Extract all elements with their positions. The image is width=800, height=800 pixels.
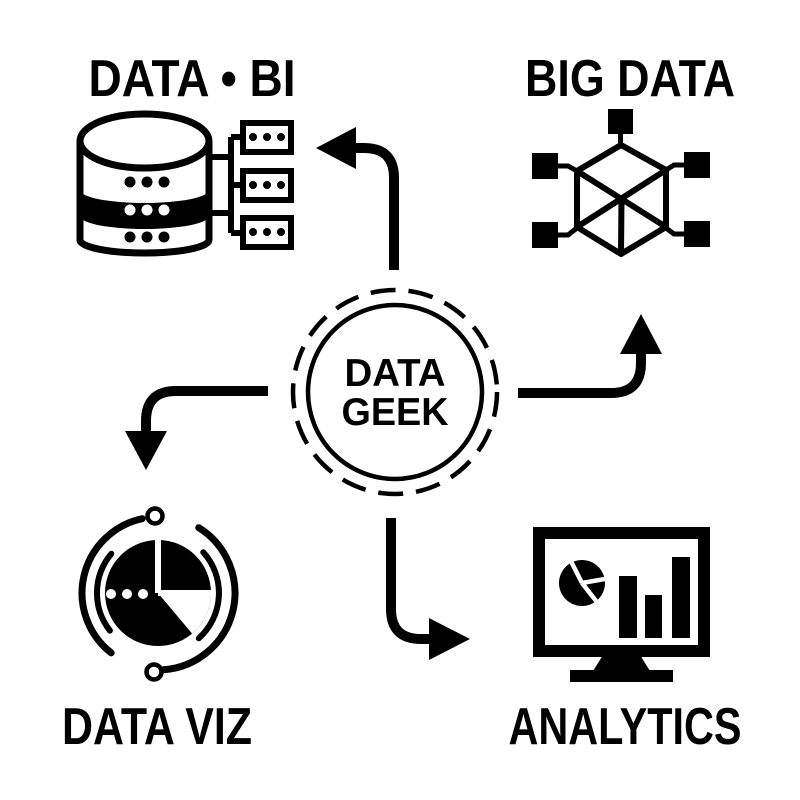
orbit-arc-inner-right — [195, 549, 222, 642]
dashed-ring — [290, 287, 500, 497]
arrow-center-to-analytics — [386, 518, 470, 660]
node-data-bi: DATA • BI — [76, 50, 296, 257]
orbit-arc-inner-left — [94, 550, 115, 634]
center-badge: DATA GEEK — [290, 287, 500, 497]
network-nodes — [532, 109, 710, 248]
badge-circle — [305, 302, 485, 482]
monitor-stand-base — [570, 670, 673, 682]
database-icon — [76, 110, 294, 257]
node-data-viz: DATA VIZ — [62, 506, 252, 756]
orbit-arc-outer-left — [78, 515, 146, 657]
monitor-stand-neck — [593, 655, 650, 671]
arrowhead-right-icon — [429, 618, 470, 660]
pie-chart-orbit-icon — [78, 506, 239, 682]
node-label-analytics: ANALYTICS — [509, 698, 742, 756]
orbit-arc-outer-right — [159, 524, 239, 674]
database-connector-lines — [209, 134, 243, 236]
orbit-satellite-bottom — [144, 662, 164, 682]
arrow-center-to-big-data — [518, 314, 662, 398]
node-label-data-viz: DATA VIZ — [62, 698, 252, 756]
node-label-data-bi: DATA • BI — [89, 50, 296, 108]
node-label-big-data: BIG DATA — [525, 50, 735, 108]
node-analytics: ANALYTICS — [509, 527, 742, 756]
screen-pie-chart — [559, 559, 607, 606]
node-big-data: BIG DATA — [525, 50, 735, 257]
database-cylinder — [76, 110, 213, 257]
connector-arrows — [125, 127, 662, 660]
hexagon-spokes — [575, 167, 668, 255]
center-label-line1: DATA — [345, 352, 446, 395]
arrowhead-down-icon — [125, 431, 167, 470]
node-connector-stubs — [558, 134, 684, 238]
center-label-line2: GEEK — [342, 391, 449, 434]
monitor-dashboard-icon — [533, 527, 710, 682]
orbit-satellite-top — [145, 506, 165, 526]
arrowhead-left-icon — [316, 127, 356, 169]
network-cube-icon — [532, 109, 710, 257]
database-record-boxes — [240, 120, 294, 250]
arrowhead-up-icon — [620, 314, 662, 354]
arrow-center-to-data-bi — [316, 127, 399, 270]
pie-chart — [105, 537, 214, 646]
screen-bar-chart — [619, 557, 690, 638]
arrow-center-to-data-viz — [125, 386, 268, 470]
